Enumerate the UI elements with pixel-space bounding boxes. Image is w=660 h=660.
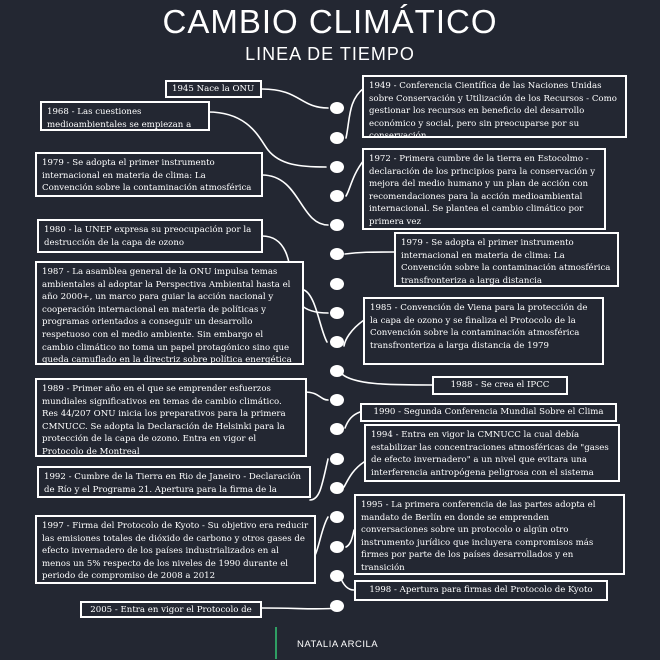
connector-1979a bbox=[261, 174, 329, 226]
timeline-node bbox=[330, 482, 344, 494]
timeline-node bbox=[330, 102, 344, 114]
timeline-node bbox=[330, 190, 344, 202]
event-1994: 1994 - Entra en vigor la CMNUCC la cual … bbox=[364, 424, 620, 482]
footer-accent-line bbox=[275, 627, 277, 659]
timeline-node bbox=[330, 307, 344, 319]
event-1985: 1985 - Convención de Viena para la prote… bbox=[363, 297, 604, 365]
event-1988: 1988 - Se crea el IPCC bbox=[432, 376, 568, 395]
event-1949: 1949 - Conferencia Científica de las Nac… bbox=[362, 75, 627, 138]
page-title: CAMBIO CLIMÁTICO bbox=[162, 3, 498, 40]
event-2005: 2005 - Entra en vigor el Protocolo de Ky… bbox=[80, 601, 262, 618]
connector-1968 bbox=[207, 111, 327, 168]
connector-1985 bbox=[343, 319, 365, 347]
event-1979-right: 1979 - Se adopta el primer instrumento i… bbox=[394, 232, 619, 287]
connector-1990 bbox=[344, 411, 361, 429]
event-1979-left: 1979 - Se adopta el primer instrumento i… bbox=[35, 152, 263, 197]
timeline-node bbox=[330, 161, 344, 173]
event-1998: 1998 - Apertura para firmas del Protocol… bbox=[354, 580, 608, 601]
event-1945: 1945 Nace la ONU bbox=[165, 80, 262, 98]
timeline-node bbox=[330, 600, 344, 612]
page-subtitle: LINEA DE TIEMPO bbox=[245, 44, 415, 64]
timeline-node bbox=[330, 219, 344, 231]
connector-1979b bbox=[344, 251, 395, 255]
event-1980: 1980 - la UNEP expresa su preocupación p… bbox=[37, 219, 263, 253]
connector-1988 bbox=[339, 371, 433, 386]
timeline-node bbox=[330, 541, 344, 553]
timeline-node bbox=[330, 511, 344, 523]
timeline-node bbox=[330, 132, 344, 144]
timeline-node bbox=[330, 570, 344, 582]
event-1987: 1987 - La asamblea general de la ONU imp… bbox=[35, 261, 304, 365]
event-1990: 1990 - Segunda Conferencia Mundial Sobre… bbox=[360, 403, 617, 422]
timeline-node bbox=[330, 278, 344, 290]
timeline-node bbox=[330, 423, 344, 435]
connector-1989 bbox=[303, 391, 329, 401]
connector-1949 bbox=[345, 87, 365, 139]
timeline-node bbox=[330, 336, 344, 348]
connector-1995 bbox=[345, 529, 355, 548]
event-1992: 1992 - Cumbre de la Tierra en Rio de Jan… bbox=[37, 466, 311, 498]
connector-1994 bbox=[343, 461, 365, 488]
timeline-node bbox=[330, 394, 344, 406]
event-1995: 1995 - La primera conferencia de las par… bbox=[354, 494, 625, 575]
timeline-node bbox=[330, 248, 344, 260]
event-1989: 1989 - Primer año en el que se emprender… bbox=[35, 378, 307, 457]
event-1997: 1997 - Firma del Protocolo de Kyoto - Su… bbox=[35, 515, 316, 584]
connector-1972 bbox=[345, 159, 365, 197]
connector-1992 bbox=[309, 458, 329, 501]
event-1972: 1972 - Primera cumbre de la tierra en Es… bbox=[362, 148, 606, 230]
connector-1945 bbox=[261, 88, 329, 109]
timeline-node bbox=[330, 365, 344, 377]
connector-1987 bbox=[303, 289, 328, 343]
event-1968: 1968 - Las cuestiones medioambientales s… bbox=[40, 101, 210, 131]
timeline-node bbox=[330, 453, 344, 465]
connector-2005 bbox=[261, 607, 339, 610]
author-name: NATALIA ARCILA bbox=[297, 639, 379, 650]
